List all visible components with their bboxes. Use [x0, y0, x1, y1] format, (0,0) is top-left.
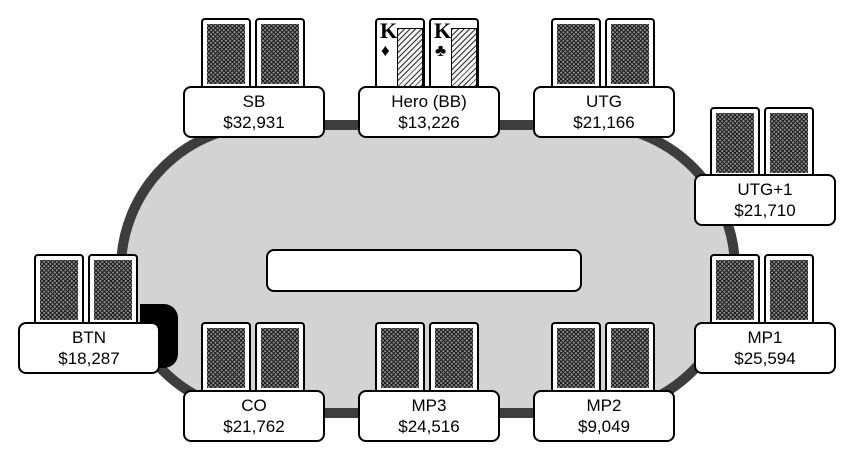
seat-mp2: MP2 $9,049 — [533, 390, 675, 442]
seat-btn: BTN $18,287 — [18, 322, 160, 374]
btn-card-back-1 — [34, 254, 84, 326]
utg-card-back-2 — [605, 18, 655, 90]
diamond-icon: ♦ — [381, 41, 390, 60]
seat-stack: $18,287 — [58, 349, 120, 368]
seat-stack: $13,226 — [398, 113, 460, 132]
hero-card-1-rank: K — [380, 18, 398, 43]
seat-name: MP3 — [411, 396, 447, 415]
seat-name: UTG — [586, 92, 622, 111]
seat-stack: $25,594 — [734, 349, 796, 368]
seat-name: UTG+1 — [737, 180, 793, 199]
seat-stack: $21,710 — [734, 201, 796, 220]
hero-card-2-rank: K — [434, 18, 452, 43]
sb-card-back-1 — [201, 18, 251, 90]
hero-card-2: K ♣ — [429, 18, 479, 90]
board-area — [266, 249, 582, 292]
club-icon: ♣ — [435, 41, 447, 60]
btn-card-back-2 — [88, 254, 138, 326]
seat-stack: $9,049 — [578, 417, 630, 436]
sb-card-back-2 — [255, 18, 305, 90]
seat-mp1: MP1 $25,594 — [694, 322, 836, 374]
mp3-card-back-1 — [375, 322, 425, 394]
king-artwork — [397, 28, 423, 88]
seat-stack: $21,762 — [223, 417, 285, 436]
utg-card-back-1 — [551, 18, 601, 90]
mp2-card-back-1 — [551, 322, 601, 394]
mp2-card-back-2 — [605, 322, 655, 394]
seat-hero-bb: Hero (BB) $13,226 — [358, 86, 500, 138]
seat-stack: $24,516 — [398, 417, 460, 436]
seat-stack: $21,166 — [573, 113, 635, 132]
hero-card-1: K ♦ — [375, 18, 425, 90]
seat-name: MP1 — [747, 328, 783, 347]
seat-name: BTN — [72, 328, 106, 347]
seat-name: SB — [242, 92, 266, 111]
king-artwork — [451, 28, 477, 88]
mp3-card-back-2 — [429, 322, 479, 394]
seat-name: CO — [241, 396, 267, 415]
seat-name: Hero (BB) — [391, 92, 467, 111]
seat-mp3: MP3 $24,516 — [358, 390, 500, 442]
seat-stack: $32,931 — [223, 113, 285, 132]
seat-utg: UTG $21,166 — [533, 86, 675, 138]
seat-name: MP2 — [586, 396, 622, 415]
seat-utg1: UTG+1 $21,710 — [694, 174, 836, 226]
co-card-back-2 — [255, 322, 305, 394]
mp1-card-back-2 — [764, 254, 814, 326]
utg1-card-back-1 — [710, 107, 760, 179]
co-card-back-1 — [201, 322, 251, 394]
seat-co: CO $21,762 — [183, 390, 325, 442]
utg1-card-back-2 — [764, 107, 814, 179]
seat-sb: SB $32,931 — [183, 86, 325, 138]
mp1-card-back-1 — [710, 254, 760, 326]
